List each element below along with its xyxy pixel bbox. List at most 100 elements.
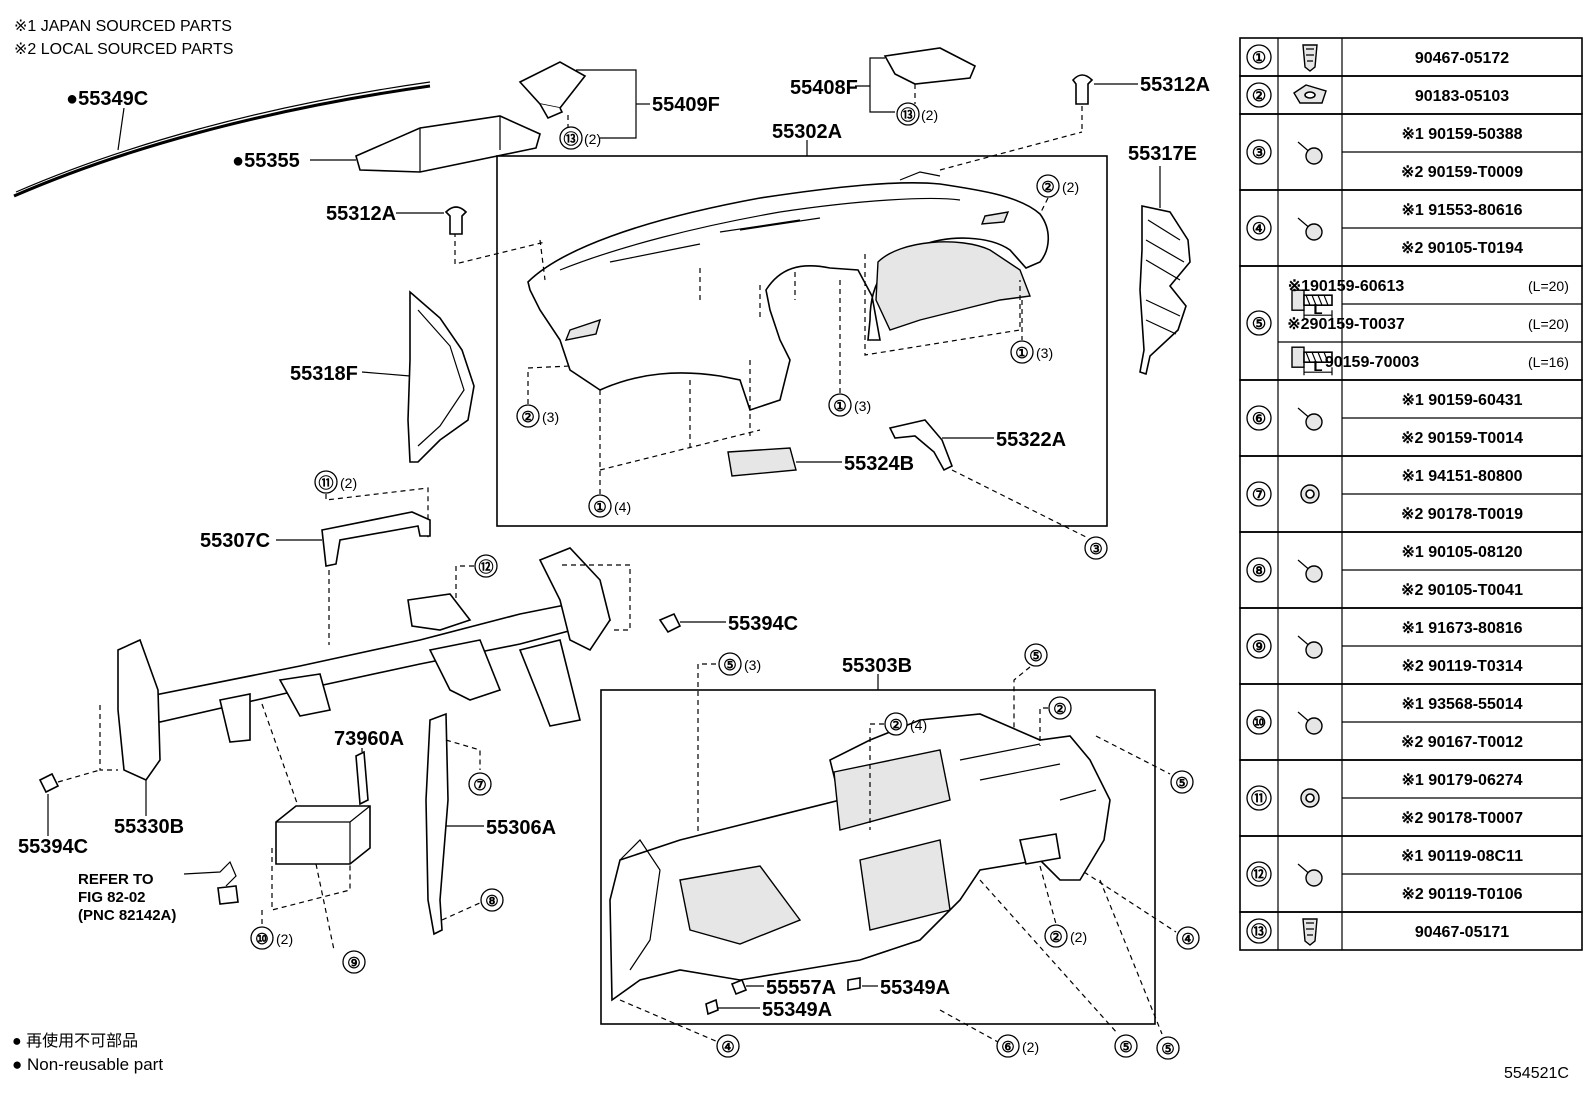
clip-55312A-left-part[interactable]	[444, 206, 468, 235]
clip-55349A-b-part[interactable]	[705, 998, 719, 1016]
callout-2b-circle	[516, 404, 540, 428]
callout-7[interactable]: ⑦	[473, 777, 486, 794]
callout-2c-circle	[884, 712, 908, 736]
callout-4a[interactable]: ④	[1181, 931, 1194, 948]
bolt-55394C-left-part[interactable]	[38, 772, 60, 794]
callout-12[interactable]: ⑫	[478, 558, 493, 576]
fastener-part-number: ※2 90119-T0314	[1401, 658, 1522, 675]
note-japan-sourced: ※1 JAPAN SOURCED PARTS	[14, 18, 232, 35]
callout-2e[interactable]: ②	[1049, 929, 1062, 946]
panel-brace-part[interactable]	[321, 511, 431, 567]
label-55330B[interactable]: 55330B	[114, 816, 184, 838]
label-55324B[interactable]: 55324B	[844, 453, 914, 475]
callout-2a[interactable]: ②	[1041, 179, 1054, 196]
callout-2e-qty: (2)	[1070, 929, 1087, 945]
callout-6[interactable]: ⑥	[1001, 1039, 1014, 1056]
callout-5c[interactable]: ⑤	[1175, 775, 1188, 792]
label-55318F[interactable]: 55318F	[290, 363, 358, 385]
fastener-row: ⑩※1 93568-55014※2 90167-T0012	[1239, 683, 1583, 761]
callout-5d[interactable]: ⑤	[1119, 1039, 1132, 1056]
label-55394C-left[interactable]: 55394C	[18, 836, 88, 858]
fastener-row-frame	[1239, 37, 1583, 77]
instrument-panel-topline	[559, 197, 961, 271]
label-55312A-top[interactable]: 55312A	[1140, 74, 1210, 96]
leader-4b	[619, 999, 719, 1043]
label-55349A-b[interactable]: 55349A	[762, 999, 832, 1021]
panel-bracket-part[interactable]	[888, 419, 954, 472]
bolt-55394C-right-part[interactable]	[658, 612, 682, 634]
callout-5d-circle	[1114, 1034, 1138, 1058]
panel-support-part[interactable]	[425, 712, 449, 936]
side-panel-right-part[interactable]	[1139, 205, 1191, 376]
fastener-part-number: ※1 91673-80816	[1401, 620, 1522, 637]
screw-icon	[1297, 635, 1323, 659]
dash-to-ecu	[261, 703, 299, 807]
fastener-part-number: ※2 90105-T0194	[1401, 240, 1523, 257]
callout-7-circle	[468, 772, 492, 796]
dash-end-cover-part[interactable]	[518, 61, 587, 109]
label-55303B[interactable]: 55303B	[842, 655, 912, 677]
panel-switch-base-part[interactable]	[727, 447, 797, 477]
note-local-sourced: ※2 LOCAL SOURCED PARTS	[14, 41, 233, 58]
callout-5e[interactable]: ⑤	[1161, 1041, 1174, 1058]
label-55349C[interactable]: ●55349C	[66, 88, 148, 110]
label-55322A[interactable]: 55322A	[996, 429, 1066, 451]
bolt-icon: L	[1291, 346, 1333, 375]
fastener-part-number: ※1 93568-55014	[1401, 696, 1522, 713]
label-55302A[interactable]: 55302A	[772, 121, 842, 143]
reinforcement-brace-left	[278, 673, 332, 717]
dash-side-cover-part[interactable]	[883, 47, 977, 85]
side-panel-left-part[interactable]	[407, 290, 475, 463]
defroster-nozzle-part[interactable]	[355, 115, 541, 173]
callout-13b[interactable]: ⑬	[900, 106, 915, 124]
fastener-part-number: ※1 90179-06274	[1401, 772, 1522, 789]
dash-reinforcement-left	[99, 705, 118, 771]
fastener-no-circle	[1246, 918, 1272, 944]
callout-5a[interactable]: ⑤	[723, 657, 736, 674]
ecu-module-part[interactable]	[275, 805, 371, 865]
callout-1b[interactable]: ①	[833, 398, 846, 415]
callout-8-circle	[480, 888, 504, 912]
fastener-no-circle	[1246, 785, 1272, 811]
callout-8[interactable]: ⑧	[485, 893, 498, 910]
label-55306A[interactable]: 55306A	[486, 817, 556, 839]
label-55307C[interactable]: 55307C	[200, 530, 270, 552]
fastener-no: ⑥	[1252, 411, 1266, 428]
label-55349A-a[interactable]: 55349A	[880, 977, 950, 999]
callout-4b[interactable]: ④	[721, 1039, 734, 1056]
glovebox-opening-upper	[833, 749, 951, 831]
callout-9[interactable]: ⑨	[347, 955, 360, 972]
windshield-molding-edge	[15, 81, 431, 193]
windshield-molding-part[interactable]	[13, 84, 431, 198]
callout-3[interactable]: ③	[1089, 541, 1102, 558]
label-55312A-left[interactable]: 55312A	[326, 203, 396, 225]
callout-2d[interactable]: ②	[1053, 701, 1066, 718]
label-73960A[interactable]: 73960A	[334, 728, 404, 750]
callout-5b[interactable]: ⑤	[1029, 648, 1042, 665]
label-55355[interactable]: ●55355	[232, 150, 300, 172]
callout-13a[interactable]: ⑬	[563, 130, 578, 148]
callout-11-qty: (2)	[340, 475, 357, 491]
sensor-73960A-part[interactable]	[355, 750, 369, 806]
callout-11[interactable]: ⑪	[318, 474, 333, 492]
fastener-row-frame	[1239, 911, 1583, 951]
clip-55557A-part[interactable]	[730, 978, 748, 996]
callout-2c[interactable]: ②	[889, 717, 902, 734]
label-55317E[interactable]: 55317E	[1128, 143, 1197, 165]
callout-10-circle	[250, 926, 274, 950]
label-55394C-right[interactable]: 55394C	[728, 613, 798, 635]
callout-2b[interactable]: ②	[521, 409, 534, 426]
callout-1c[interactable]: ①	[593, 499, 606, 516]
clip-55312A-top-part[interactable]	[1071, 74, 1094, 105]
label-55557A[interactable]: 55557A	[766, 977, 836, 999]
side-panel-left-inner	[417, 309, 465, 447]
refer-line2: FIG 82-02	[78, 889, 146, 906]
label-55409F[interactable]: 55409F	[652, 94, 720, 116]
reinforcement-brace-mid	[219, 693, 251, 743]
clip-55349A-a-part[interactable]	[847, 977, 861, 991]
label-55408F[interactable]: 55408F	[790, 77, 858, 99]
callout-10[interactable]: ⑩	[255, 931, 268, 948]
callout-1a[interactable]: ①	[1015, 345, 1028, 362]
callout-13a-circle	[559, 126, 583, 150]
